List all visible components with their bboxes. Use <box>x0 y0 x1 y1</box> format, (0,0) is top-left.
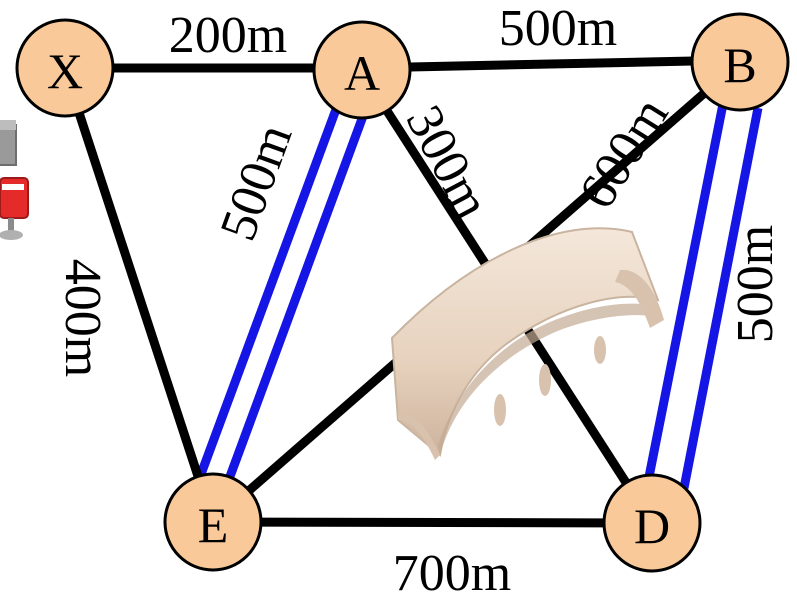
mailbox-icon <box>0 120 29 240</box>
edge-label-ed: 700m <box>393 545 511 595</box>
highlight-route-bd <box>643 103 763 489</box>
node-d: D <box>602 473 702 573</box>
edge-xe <box>60 68 218 524</box>
node-x: X <box>15 18 115 118</box>
node-d-label: D <box>634 498 670 554</box>
node-b: B <box>690 12 790 112</box>
edge-label-xe: 400m <box>54 259 111 377</box>
edge-label-be: 600m <box>568 88 679 219</box>
edge-label-bd: 500m <box>727 225 784 343</box>
edge-ab <box>361 55 741 73</box>
highlight-route-ae <box>192 102 371 492</box>
edge-label-ad: 300m <box>395 97 501 228</box>
edge-label-ab: 500m <box>499 0 617 57</box>
node-e: E <box>163 472 263 572</box>
node-e-label: E <box>198 497 229 553</box>
node-b-label: B <box>723 37 756 93</box>
node-x-label: X <box>47 43 83 99</box>
edge-ed <box>212 517 653 528</box>
bridge-icon <box>390 227 664 460</box>
node-a: A <box>312 20 412 120</box>
node-a-label: A <box>344 45 380 101</box>
edge-label-xa: 200m <box>169 7 287 64</box>
